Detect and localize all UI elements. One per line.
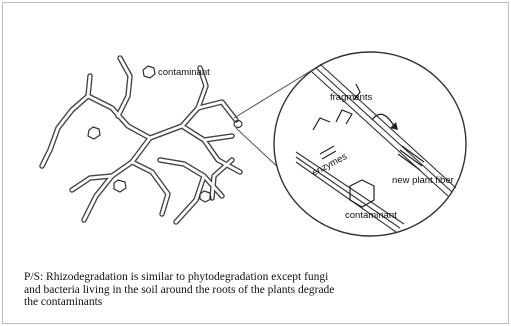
contaminant-inset-label: contaminant: [345, 210, 397, 221]
caption-line-3: the contaminants: [24, 296, 102, 308]
magnified-inset: [274, 52, 466, 236]
contaminant-legend-label: contaminant: [158, 67, 210, 78]
new-plant-fiber-label: new plant fiber: [392, 175, 454, 186]
caption-line-1: P/S: Rhizodegradation is similar to phyt…: [24, 271, 328, 283]
caption: P/S: Rhizodegradation is similar to phyt…: [24, 271, 494, 309]
caption-line-2: and bacteria living in the soil around t…: [24, 284, 334, 296]
fragments-label: fragments: [330, 92, 372, 103]
contaminant-legend-symbol: [143, 66, 155, 78]
